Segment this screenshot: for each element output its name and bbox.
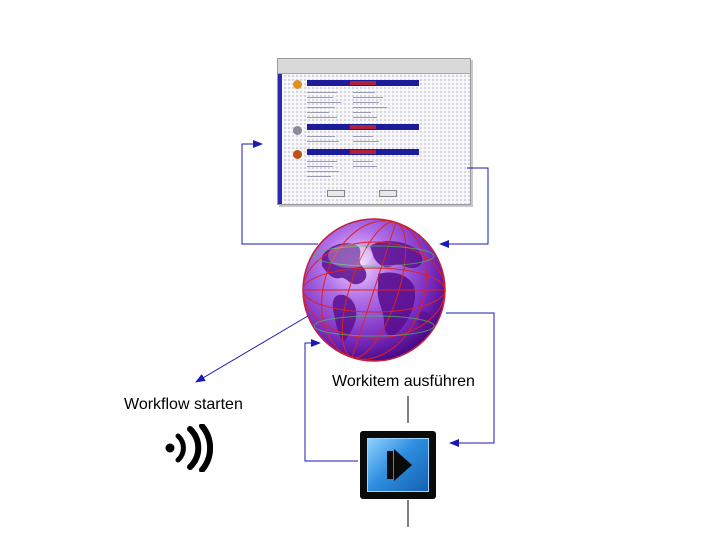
arrow-globe-to-browser: [241, 140, 318, 245]
wireless-signal-icon: [165, 424, 214, 472]
arrow-play-to-globe: [304, 339, 358, 462]
form-icon: [293, 80, 302, 89]
workflow-starten-label: Workflow starten: [124, 396, 243, 413]
world-icon: [293, 150, 302, 159]
browser-toolbar: [278, 59, 470, 74]
play-button-icon: [360, 431, 436, 499]
arrow-globe-to-workflow: [195, 309, 319, 383]
submit-button: [327, 190, 345, 197]
arrow-globe-to-play: [446, 312, 495, 447]
cancel-button: [379, 190, 397, 197]
browser-window-icon: [277, 58, 471, 205]
play-triangle-icon: [387, 449, 412, 481]
play-button-face: [367, 438, 429, 492]
section-bar: [307, 80, 419, 86]
gear-icon: [293, 126, 302, 135]
section-bar: [307, 124, 419, 130]
section-bar: [307, 149, 419, 155]
arrow-browser-to-globe: [439, 167, 489, 248]
globe-icon: [302, 218, 446, 362]
workitem-ausfuehren-label: Workitem ausführen: [332, 373, 475, 390]
browser-content: [283, 74, 470, 204]
browser-sidebar-strip: [278, 74, 282, 204]
